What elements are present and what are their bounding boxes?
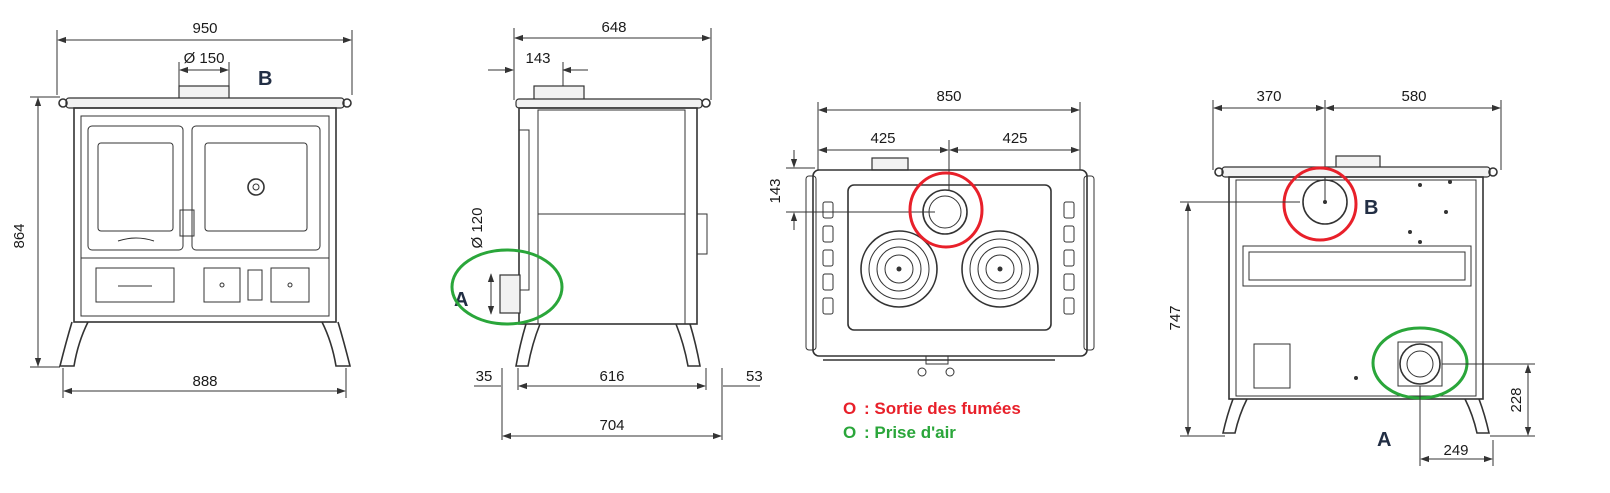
side-air-diameter-label: Ø 120 bbox=[469, 208, 486, 249]
top-offset-front-label: 143 bbox=[767, 178, 784, 203]
top-view: 850 425 425 143 bbox=[767, 88, 1095, 377]
rear-air-height-label: 228 bbox=[1508, 387, 1525, 412]
legend-smoke-text: : Sortie des fumées bbox=[864, 399, 1021, 418]
front-flue-diameter-label: Ø 150 bbox=[184, 50, 225, 67]
top-half-left-label: 425 bbox=[870, 130, 895, 147]
rear-label-b: B bbox=[1364, 197, 1378, 219]
front-view: 950 Ø 150 B bbox=[11, 20, 353, 398]
rear-air-offset-label: 249 bbox=[1443, 442, 1468, 459]
top-half-right-label: 425 bbox=[1002, 130, 1027, 147]
rear-left-offset-label: 370 bbox=[1256, 88, 1281, 105]
legend-air-text: : Prise d'air bbox=[864, 423, 956, 442]
side-depth-top-label: 648 bbox=[601, 19, 626, 36]
side-air-intake-marker bbox=[450, 248, 564, 326]
rear-smoke-outlet-marker bbox=[1282, 166, 1358, 242]
side-offset-left-label: 35 bbox=[476, 368, 493, 385]
front-width-base-label: 888 bbox=[192, 373, 217, 390]
side-depth-mid-label: 616 bbox=[599, 368, 624, 385]
front-height-label: 864 bbox=[11, 223, 28, 248]
rear-height-label: 747 bbox=[1167, 305, 1184, 330]
side-flue-offset-label: 143 bbox=[525, 50, 550, 67]
legend-air-marker: O bbox=[843, 423, 856, 442]
side-view: 648 143 Ø 120 A 35 616 53 bbox=[450, 19, 763, 440]
rear-label-a: A bbox=[1377, 429, 1391, 451]
top-width-label: 850 bbox=[936, 88, 961, 105]
legend: O : Sortie des fumées O : Prise d'air bbox=[843, 399, 1021, 442]
top-smoke-outlet-marker bbox=[908, 171, 984, 249]
side-offset-right-label: 53 bbox=[746, 368, 763, 385]
rear-view: 370 580 B bbox=[1167, 88, 1535, 466]
front-width-top-label: 950 bbox=[192, 20, 217, 37]
front-label-b: B bbox=[258, 68, 272, 90]
legend-smoke-marker: O bbox=[843, 399, 856, 418]
rear-right-offset-label: 580 bbox=[1401, 88, 1426, 105]
side-depth-total-label: 704 bbox=[599, 417, 624, 434]
